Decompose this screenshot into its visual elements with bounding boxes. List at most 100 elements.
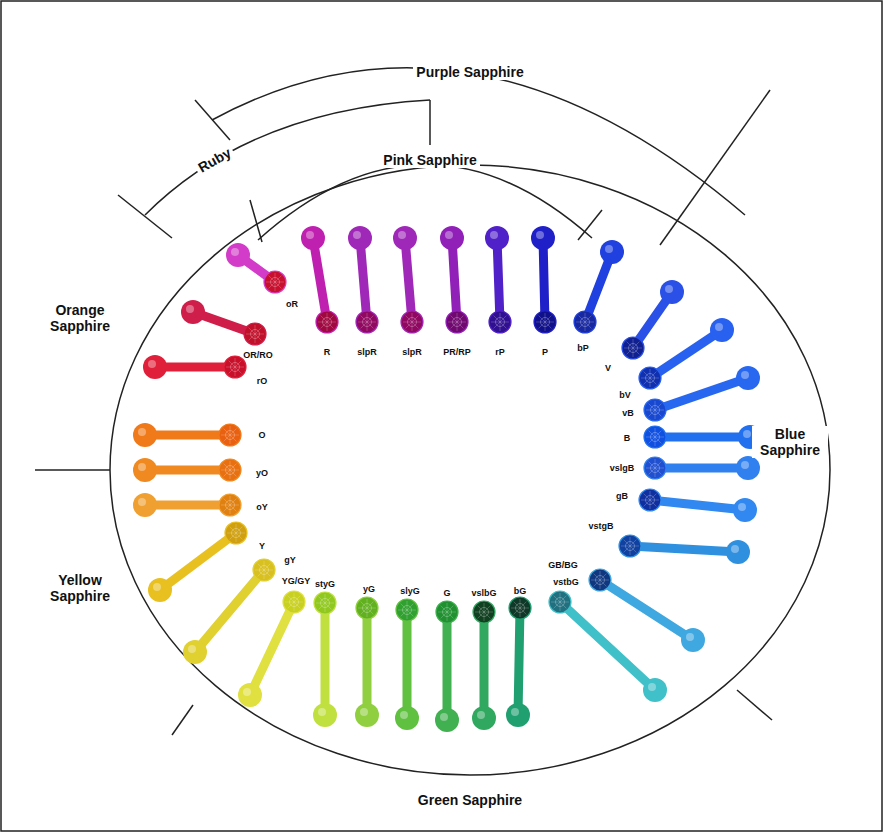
gem-ball	[726, 540, 750, 564]
gem-ball	[531, 226, 555, 250]
gem-stick	[145, 501, 230, 510]
color-code-label: slpR	[357, 347, 377, 357]
gem-lollipop	[148, 522, 247, 602]
gem-facets	[646, 428, 664, 446]
gem-stick	[405, 238, 412, 322]
gem-stick	[655, 464, 748, 473]
gem-stick	[321, 603, 330, 715]
faceted-gem	[644, 399, 666, 421]
gem-stick	[630, 546, 738, 552]
gem-table	[403, 606, 412, 615]
color-code-label: gY	[284, 555, 296, 565]
gem-ball	[485, 226, 509, 250]
ball-highlight	[231, 248, 239, 256]
boundary-tick	[35, 469, 110, 471]
color-code-label: OR/RO	[243, 350, 273, 360]
faceted-gem	[283, 591, 305, 613]
gem-facets	[221, 426, 239, 444]
color-code-label: B	[624, 433, 631, 443]
ball-highlight	[741, 371, 749, 379]
faceted-gem	[549, 591, 571, 613]
gem-ball	[506, 703, 530, 727]
gem-ball	[238, 683, 262, 707]
gem-lollipop	[183, 559, 275, 664]
ball-highlight	[741, 461, 749, 469]
ball-highlight	[648, 683, 656, 691]
color-code-label: oR	[286, 299, 298, 309]
gem-table	[363, 318, 372, 327]
color-code-label: GB/BG	[548, 560, 578, 570]
ball-highlight	[138, 498, 146, 506]
color-code-label: O	[258, 430, 265, 440]
gem-table	[480, 608, 489, 617]
gem-table	[226, 466, 235, 475]
color-code-label: vB	[622, 408, 634, 418]
wheel-ellipse	[110, 165, 830, 775]
bracket-tick	[250, 200, 262, 242]
faceted-gem	[639, 489, 661, 511]
gem-table	[321, 599, 330, 608]
gem-stick	[363, 608, 372, 715]
faceted-gem	[396, 599, 418, 621]
faceted-gem	[356, 597, 378, 619]
gem-lollipop	[644, 425, 762, 449]
boundary-line	[660, 90, 770, 245]
color-code-label: G	[443, 588, 450, 598]
gem-facets	[438, 603, 456, 621]
color-code-label: gB	[616, 491, 628, 501]
gem-ball	[440, 226, 464, 250]
gem-facets	[551, 593, 569, 611]
gem-facets	[358, 313, 376, 331]
gem-lollipop	[226, 243, 286, 293]
gem-lollipop	[440, 226, 468, 333]
gem-ball	[643, 678, 667, 702]
gem-facets	[448, 313, 466, 331]
gem-facets	[646, 401, 664, 419]
ball-highlight	[445, 231, 453, 239]
gem-table	[323, 318, 332, 327]
gem-stick	[145, 431, 230, 440]
gem-stick	[313, 238, 327, 322]
faceted-gem	[644, 457, 666, 479]
gem-stick	[560, 602, 655, 690]
group-label: Blue Sapphire	[752, 426, 828, 458]
gem-lollipop	[619, 535, 750, 564]
gem-facets	[591, 571, 609, 589]
gem-stick	[443, 612, 452, 720]
color-code-label: V	[605, 363, 611, 373]
gem-table	[651, 433, 660, 442]
faceted-gem	[622, 337, 644, 359]
ball-highlight	[398, 231, 406, 239]
gem-table	[626, 542, 635, 551]
gem-table	[516, 604, 525, 613]
ball-highlight	[686, 633, 694, 641]
ball-highlight	[306, 231, 314, 239]
color-code-label: oY	[256, 502, 268, 512]
gem-lollipop	[238, 591, 305, 707]
gem-stick	[518, 608, 520, 715]
gem-lollipop	[644, 366, 760, 421]
faceted-gem	[356, 311, 378, 333]
gem-ball	[736, 366, 760, 390]
gem-table	[231, 363, 240, 372]
group-label: Green Sapphire	[415, 792, 525, 808]
faceted-gem	[401, 311, 423, 333]
bracket-tick	[578, 210, 602, 240]
gem-table	[496, 318, 505, 327]
gem-facets	[221, 461, 239, 479]
gem-table	[363, 604, 372, 613]
faceted-gem	[509, 597, 531, 619]
gem-ball	[393, 226, 417, 250]
gem-stick	[145, 466, 230, 475]
ball-highlight	[188, 645, 196, 653]
gem-table	[646, 496, 655, 505]
color-code-label: bV	[619, 390, 631, 400]
color-code-label: R	[324, 347, 331, 357]
gem-facets	[576, 313, 594, 331]
gem-table	[556, 598, 565, 607]
color-code-label: slyG	[400, 586, 420, 596]
gem-ball	[133, 458, 157, 482]
gem-lollipop	[313, 592, 337, 727]
color-code-label: vslgB	[610, 463, 635, 473]
